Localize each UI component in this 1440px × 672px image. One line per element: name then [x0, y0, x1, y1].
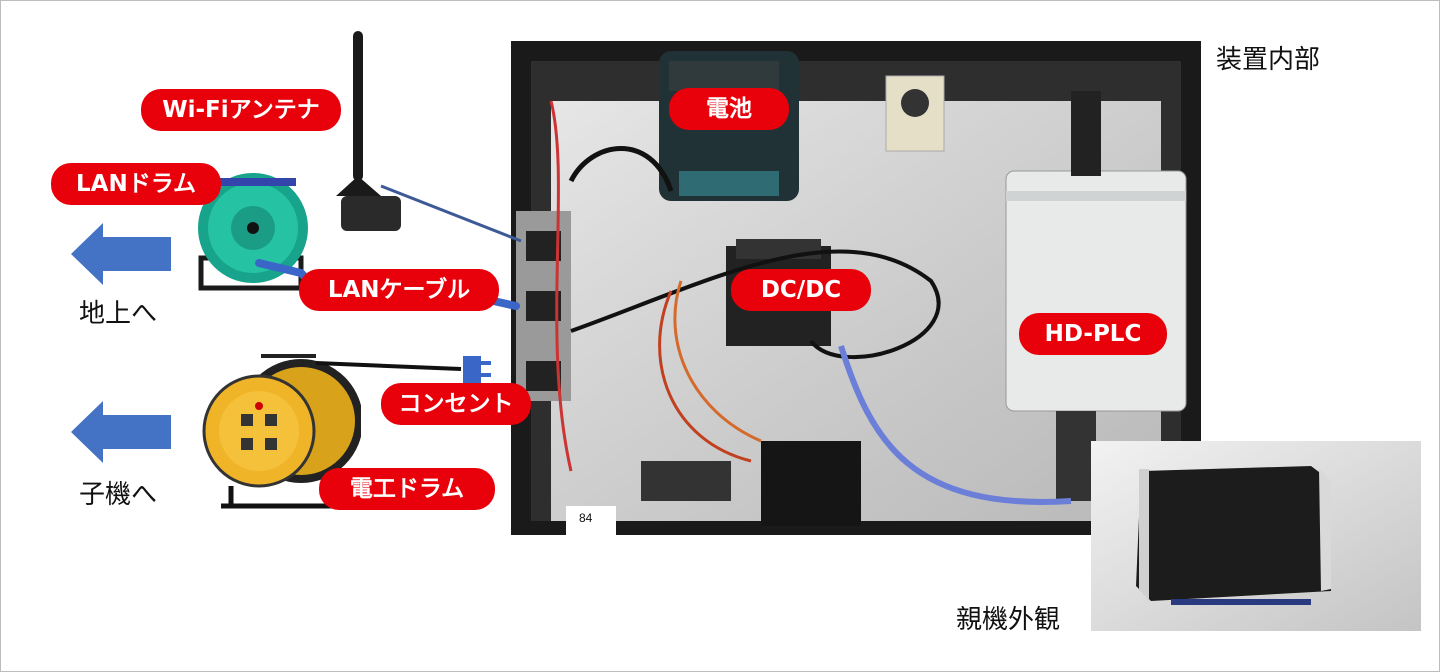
dcdc-label: DC/DC [731, 269, 871, 311]
to-child-label: 子機へ [79, 480, 158, 510]
outlet-label: コンセント [381, 383, 531, 425]
parent-exterior-label: 親機外観 [956, 605, 1061, 635]
photo-tag: 84 [579, 511, 593, 525]
lan-drum-label: LANドラム [51, 163, 221, 205]
wifi-antenna-photo [321, 31, 411, 236]
power-drum-label: 電工ドラム [319, 468, 495, 510]
parent-exterior-photo [1091, 441, 1421, 631]
wifi-antenna-label: Wi-Fiアンテナ [141, 89, 341, 131]
to-ground-label: 地上へ [79, 299, 158, 329]
battery-label: 電池 [669, 88, 789, 130]
arrow-left-icon [71, 223, 173, 285]
device-interior-label: 装置内部 [1216, 45, 1321, 75]
hdplc-label: HD-PLC [1019, 313, 1167, 355]
arrow-left-icon [71, 401, 173, 463]
lan-cable-label: LANケーブル [299, 269, 499, 311]
lan-drum-photo [191, 163, 316, 298]
